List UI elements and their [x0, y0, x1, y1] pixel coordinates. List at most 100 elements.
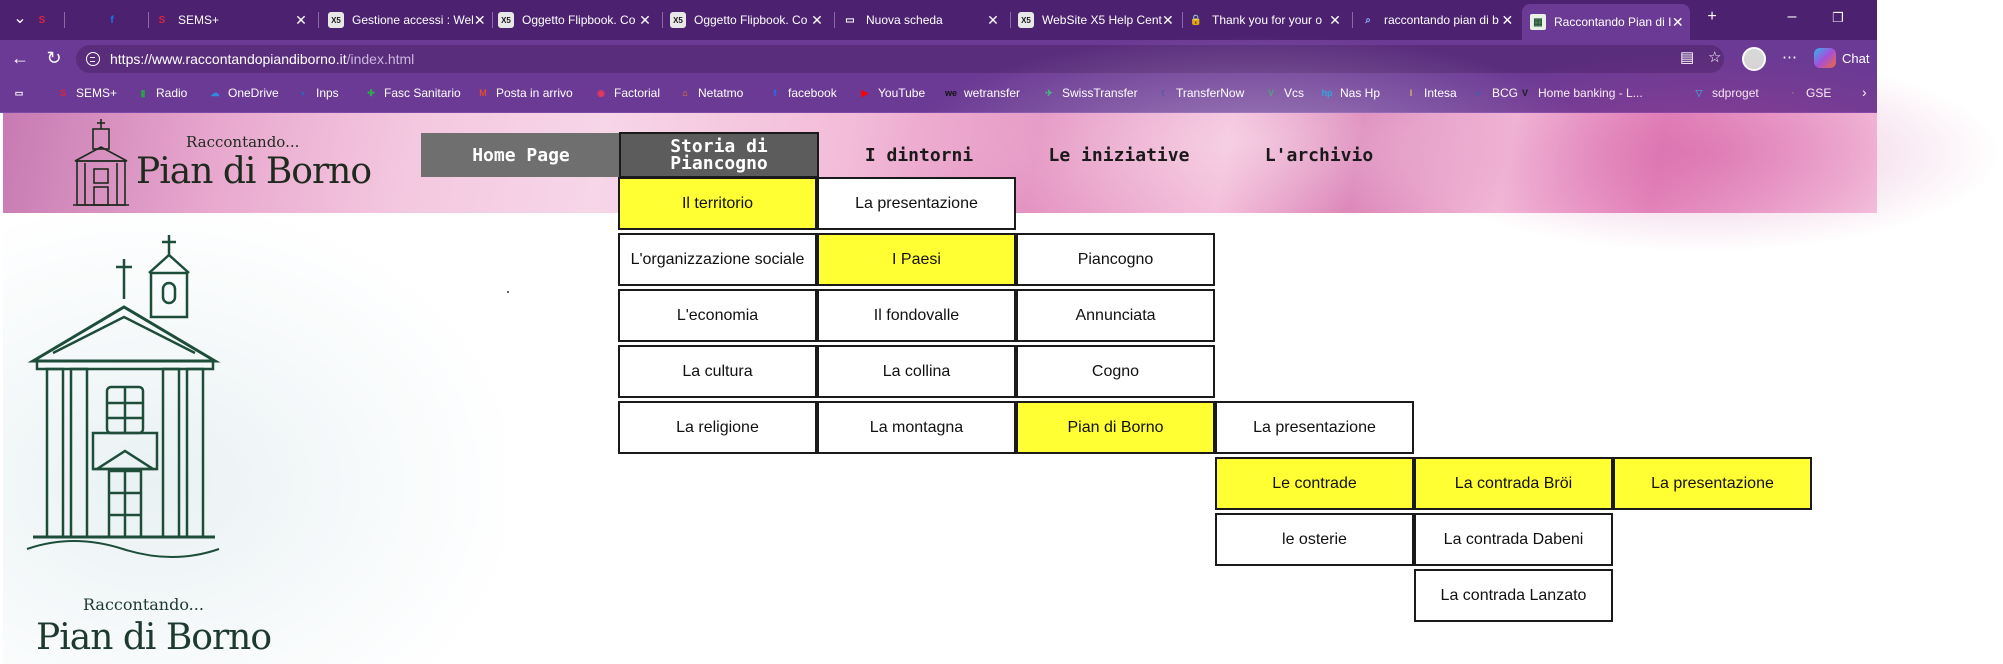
tab-title: Gestione accessi : Wel — [352, 13, 474, 27]
submenu-item[interactable]: le osterie — [1215, 513, 1414, 566]
favorites-bar-icon: ▭ — [14, 87, 24, 98]
side-logo-tagline: Raccontando... — [83, 595, 204, 614]
tab-close-icon[interactable]: ✕ — [987, 11, 999, 28]
browser-tab[interactable]: ▦Raccontando Pian di I✕ — [1522, 4, 1690, 40]
submenu-item[interactable]: La cultura — [618, 345, 817, 398]
favorite-star-icon[interactable]: ☆ — [1708, 48, 1721, 66]
tab-close-icon[interactable]: ✕ — [1162, 11, 1174, 28]
tab-close-icon[interactable]: ✕ — [639, 11, 651, 28]
favorites-overflow-chevron-icon[interactable]: › — [1862, 84, 1867, 100]
submenu-item[interactable]: Annunciata — [1016, 289, 1215, 342]
tab-close-icon[interactable]: ✕ — [811, 11, 823, 28]
favorite-link[interactable]: ◐BCG — [1472, 86, 1518, 100]
tab-title: raccontando pian di b — [1384, 13, 1499, 27]
submenu-item[interactable]: La religione — [618, 401, 817, 454]
submenu-item[interactable]: La presentazione — [1613, 457, 1812, 510]
submenu-item[interactable]: Pian di Borno — [1016, 401, 1215, 454]
favorite-label: Home banking - L... — [1538, 86, 1643, 100]
menu-item-i-dintorni[interactable]: I dintorni — [864, 144, 974, 166]
submenu-item[interactable]: Le contrade — [1215, 457, 1414, 510]
favorite-link[interactable]: IIntesa — [1404, 86, 1457, 100]
gmail-icon: M — [479, 88, 487, 98]
favorite-link[interactable]: ▮Radio — [136, 86, 188, 100]
tab-separator — [1182, 12, 1183, 28]
menu-item-home-page[interactable]: Home Page — [421, 133, 621, 177]
side-church-logo-icon — [26, 235, 221, 558]
favorite-link[interactable]: ⌂Netatmo — [678, 86, 743, 100]
tab-title: Thank you for your o — [1212, 13, 1323, 27]
favorite-label: SEMS+ — [76, 86, 118, 100]
refresh-icon[interactable]: ↻ — [46, 48, 62, 68]
favorite-label: Nas Hp — [1340, 86, 1380, 100]
chat-button[interactable]: Chat — [1814, 48, 1869, 68]
submenu-item[interactable]: L'economia — [618, 289, 817, 342]
favorite-link[interactable]: hpNas Hp — [1320, 86, 1381, 100]
favorite-link[interactable]: ▽sdproget — [1692, 86, 1759, 100]
submenu-item[interactable]: Cogno — [1016, 345, 1215, 398]
tab-close-icon[interactable]: ✕ — [473, 11, 486, 28]
minimize-icon[interactable]: – — [1787, 8, 1797, 25]
favorite-link[interactable]: ·GSE — [1786, 86, 1832, 100]
site-info-icon[interactable] — [86, 52, 100, 66]
submenu-item[interactable]: La presentazione — [1215, 401, 1414, 454]
new-tab-button[interactable]: + — [1707, 8, 1717, 25]
websitex5-icon: X5 — [498, 12, 514, 28]
more-menu-icon[interactable]: ⋯ — [1782, 48, 1797, 66]
favorite-link[interactable]: ✚Fasc Sanitario — [364, 86, 460, 100]
favorite-link[interactable]: ☁OneDrive — [208, 86, 279, 100]
submenu-item[interactable]: L'organizzazione sociale — [618, 233, 817, 286]
health-icon: ✚ — [367, 87, 375, 98]
submenu-item[interactable]: La contrada Dabeni — [1414, 513, 1613, 566]
menu-item-storia-di-piancogno[interactable]: Storia di Piancogno — [619, 132, 819, 178]
tab-close-icon[interactable]: ✕ — [1501, 11, 1514, 28]
favorite-link[interactable]: tTransferNow — [1156, 86, 1245, 100]
favorite-link[interactable]: ◗Inps — [296, 86, 338, 100]
back-arrow-icon[interactable]: ← — [11, 48, 29, 68]
browser-tab[interactable]: ⌕raccontando pian di b✕ — [1352, 6, 1522, 34]
favorite-link[interactable]: ✈SwissTransfer — [1042, 86, 1137, 100]
tab-close-icon[interactable]: ✕ — [295, 11, 307, 28]
site-icon: ▦ — [1530, 14, 1546, 30]
menu-item-le-iniziative[interactable]: Le iniziative — [1048, 144, 1190, 166]
favorite-label: Posta in arrivo — [496, 86, 573, 100]
favorite-link[interactable]: V Home banking - L... — [1518, 86, 1643, 100]
favorite-link[interactable]: VVcs — [1264, 86, 1304, 100]
submenu-item[interactable]: La montagna — [817, 401, 1016, 454]
submenu-item[interactable]: La presentazione — [817, 177, 1016, 230]
url-input[interactable]: https://www.raccontandopiandiborno.it/in… — [76, 45, 1724, 73]
browser-tab[interactable]: 🔒Thank you for your o✕ — [1180, 6, 1350, 34]
sems-icon: S — [158, 14, 166, 26]
tab-close-icon[interactable]: ✕ — [1329, 11, 1341, 28]
restore-icon[interactable]: ❐ — [1832, 10, 1844, 25]
favorite-link[interactable]: ◉Factorial — [594, 86, 660, 100]
submenu-item[interactable]: Il fondovalle — [817, 289, 1016, 342]
submenu-item[interactable]: La contrada Bröi — [1414, 457, 1613, 510]
browser-tab[interactable]: ▭Nuova scheda✕ — [834, 6, 1008, 34]
banking-icon: V — [1518, 86, 1532, 100]
favorite-link[interactable]: M Posta in arrivo — [476, 86, 573, 100]
favorite-link[interactable]: ▭ — [12, 86, 32, 100]
submenu-item[interactable]: La collina — [817, 345, 1016, 398]
favorite-link[interactable]: ▶YouTube — [858, 86, 926, 100]
reader-view-icon[interactable]: ▤ — [1680, 48, 1694, 66]
submenu-item[interactable]: Il territorio — [618, 177, 817, 230]
intesa-icon: I — [1404, 86, 1418, 100]
browser-tab[interactable]: S — [30, 6, 62, 34]
favorite-link[interactable]: wewetransfer — [944, 86, 1020, 100]
submenu-item[interactable]: La contrada Lanzato — [1414, 569, 1613, 622]
factorial-icon: ◉ — [597, 87, 605, 98]
submenu-item[interactable]: I Paesi — [817, 233, 1016, 286]
menu-item-l-archivio[interactable]: L'archivio — [1264, 144, 1374, 166]
tab-close-icon[interactable]: ✕ — [1671, 13, 1684, 30]
tab-actions-chevron-icon[interactable]: ⌄ — [13, 10, 27, 27]
profile-avatar[interactable] — [1742, 47, 1766, 71]
submenu-item[interactable]: Piancogno — [1016, 233, 1215, 286]
browser-tab[interactable]: f — [86, 6, 146, 34]
